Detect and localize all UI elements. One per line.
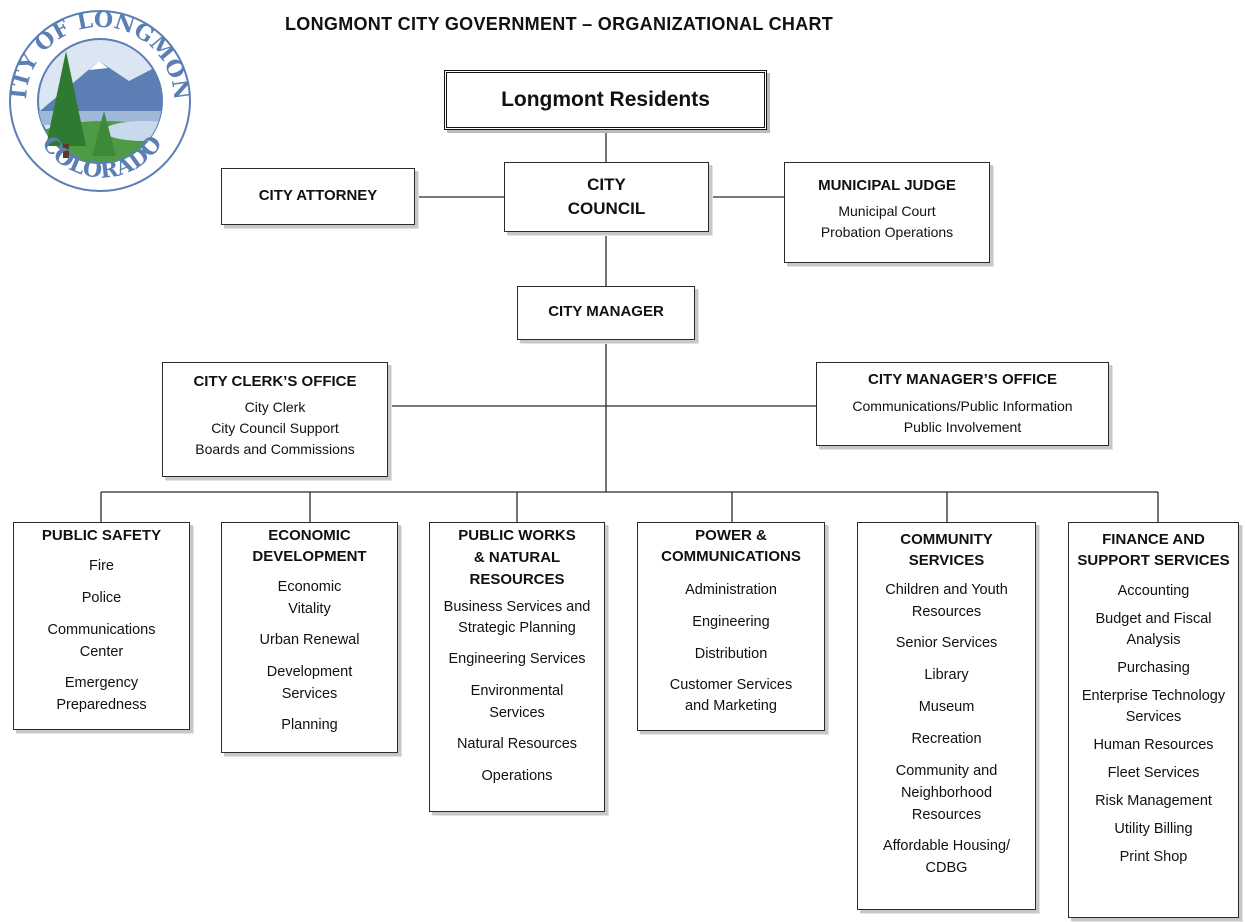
department-item: Budget and Fiscal Analysis [1095,611,1212,648]
department-item: Police [81,590,122,606]
department-item: Human Resources [1093,737,1214,753]
department-title: ECONOMIC DEVELOPMENT [252,527,367,565]
department-item: Economic Vitality [277,579,342,617]
department-title: POWER & COMMUNICATIONS [661,527,801,565]
city-manager-box: CITY MANAGER [517,286,695,340]
city-council-box: CITY COUNCIL [504,162,709,232]
department-title: PUBLIC SAFETY [41,527,162,544]
city-manager-label: CITY MANAGER [548,303,664,320]
department-item: Emergency Preparedness [56,675,147,713]
department-item: Engineering Services [448,651,586,667]
department-item: Enterprise Technology Services [1081,688,1226,725]
department-public-safety: PUBLIC SAFETY Fire Police Communications… [13,522,190,730]
city-clerks-office-box: CITY CLERK’S OFFICE City Clerk City Coun… [162,362,388,477]
department-item: Accounting [1117,583,1190,599]
city-managers-office-item: Public Involvement [903,419,1022,435]
department-item: Affordable Housing/ CDBG [882,838,1011,876]
chart-title: LONGMONT CITY GOVERNMENT – ORGANIZATIONA… [285,14,834,34]
city-managers-office-title: CITY MANAGER’S OFFICE [868,371,1057,388]
municipal-judge-box: MUNICIPAL JUDGE Municipal Court Probatio… [784,162,990,263]
department-item: Planning [281,717,338,733]
department-item: Children and Youth Resources [885,582,1008,620]
department-item: Natural Resources [456,736,578,752]
department-item: Print Shop [1119,849,1188,865]
department-item: Museum [918,699,975,715]
municipal-judge-title: MUNICIPAL JUDGE [818,177,956,194]
department-item: Urban Renewal [259,632,360,648]
city-council-label: CITY COUNCIL [567,175,646,218]
city-attorney-box: CITY ATTORNEY [221,168,415,225]
municipal-judge-item: Probation Operations [820,224,954,240]
residents-label: Longmont Residents [501,88,710,111]
department-title: FINANCE AND SUPPORT SERVICES [1077,531,1230,569]
residents-box: Longmont Residents [444,70,767,130]
department-item: Administration [685,582,777,598]
department-item: Library [924,667,969,683]
department-item: Community and Neighborhood Resources [895,763,998,823]
city-managers-office-box: CITY MANAGER’S OFFICE Communications/Pub… [816,362,1109,446]
city-clerks-office-title: CITY CLERK’S OFFICE [193,373,357,390]
department-item: Communications Center [47,622,156,660]
department-finance-support: FINANCE AND SUPPORT SERVICES Accounting … [1068,522,1239,918]
department-item: Engineering [692,614,770,630]
department-title: PUBLIC WORKS & NATURAL RESOURCES [458,527,576,588]
department-item: Development Services [266,664,353,702]
municipal-judge-item: Municipal Court [838,203,936,219]
department-item: Environmental Services [470,683,564,721]
department-item: Senior Services [895,635,998,651]
city-seal-logo: CITY OF LONGMONT COLORADO [4,6,194,192]
department-item: Fire [89,558,114,574]
department-item: Purchasing [1117,660,1190,676]
city-attorney-label: CITY ATTORNEY [258,187,378,204]
department-item: Recreation [911,731,982,747]
department-item: Fleet Services [1107,765,1200,781]
department-item: Risk Management [1095,793,1212,809]
department-item: Distribution [694,646,768,662]
department-power-communications: POWER & COMMUNICATIONS Administration En… [637,522,825,731]
department-item: Business Services and Strategic Planning [443,599,591,636]
city-clerks-office-item: City Council Support [211,420,339,436]
department-community-services: COMMUNITY SERVICES Children and Youth Re… [857,522,1036,910]
city-managers-office-item: Communications/Public Information [852,398,1073,414]
department-economic-development: ECONOMIC DEVELOPMENT Economic Vitality U… [221,522,398,753]
city-clerks-office-item: City Clerk [244,399,306,415]
department-item: Customer Services and Marketing [669,677,793,714]
city-clerks-office-item: Boards and Commissions [195,441,355,457]
department-item: Utility Billing [1114,821,1193,837]
department-title: COMMUNITY SERVICES [900,531,993,569]
department-item: Operations [481,768,553,784]
department-public-works: PUBLIC WORKS & NATURAL RESOURCES Busines… [429,522,605,812]
